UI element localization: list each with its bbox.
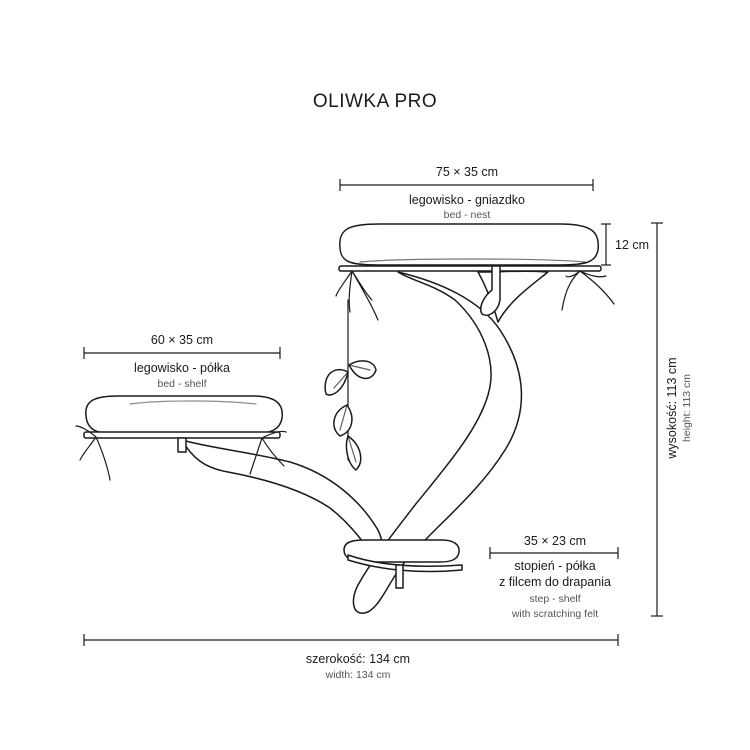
- step-name-en-2: with scratching felt: [511, 608, 598, 620]
- step-name-en-1: step - shelf: [529, 593, 580, 605]
- height-dimension: wysokość: 113 cm height: 113 cm: [651, 222, 693, 617]
- nest-thickness-label: 12 cm: [615, 238, 649, 252]
- step-shelf: [343, 539, 463, 589]
- shelf-size-label: 60 × 35 cm: [151, 333, 213, 347]
- shelf-name-pl: legowisko - półka: [134, 361, 230, 375]
- step-name-pl-1: stopień - półka: [514, 559, 595, 573]
- width-label-en: width: 134 cm: [325, 669, 391, 681]
- width-label-pl: szerokość: 134 cm: [306, 652, 410, 666]
- step-width-dimension: 35 × 23 cm stopień - półka z filcem do d…: [489, 534, 619, 620]
- nest-width-dimension: 75 × 35 cm legowisko - gniazdko bed - ne…: [339, 165, 594, 221]
- nest-name-pl: legowisko - gniazdko: [409, 193, 525, 207]
- shelf-name-en: bed - shelf: [157, 378, 206, 390]
- width-dimension: szerokość: 134 cm width: 134 cm: [83, 634, 619, 681]
- nest-size-label: 75 × 35 cm: [436, 165, 498, 179]
- height-label-en: height: 113 cm: [681, 374, 693, 442]
- step-size-label: 35 × 23 cm: [524, 534, 586, 548]
- shelf-width-dimension: 60 × 35 cm legowisko - półka bed - shelf: [83, 333, 281, 390]
- shelf-bed: [75, 395, 287, 481]
- hanging-leaf-toy: [324, 299, 377, 471]
- step-name-pl-2: z filcem do drapania: [499, 575, 611, 589]
- nest-bed: [335, 223, 615, 321]
- height-label-pl: wysokość: 113 cm: [665, 357, 679, 459]
- nest-thickness-dimension: 12 cm: [601, 223, 649, 266]
- diagram-title: OLIWKA PRO: [313, 91, 437, 112]
- nest-name-en: bed - nest: [444, 209, 491, 221]
